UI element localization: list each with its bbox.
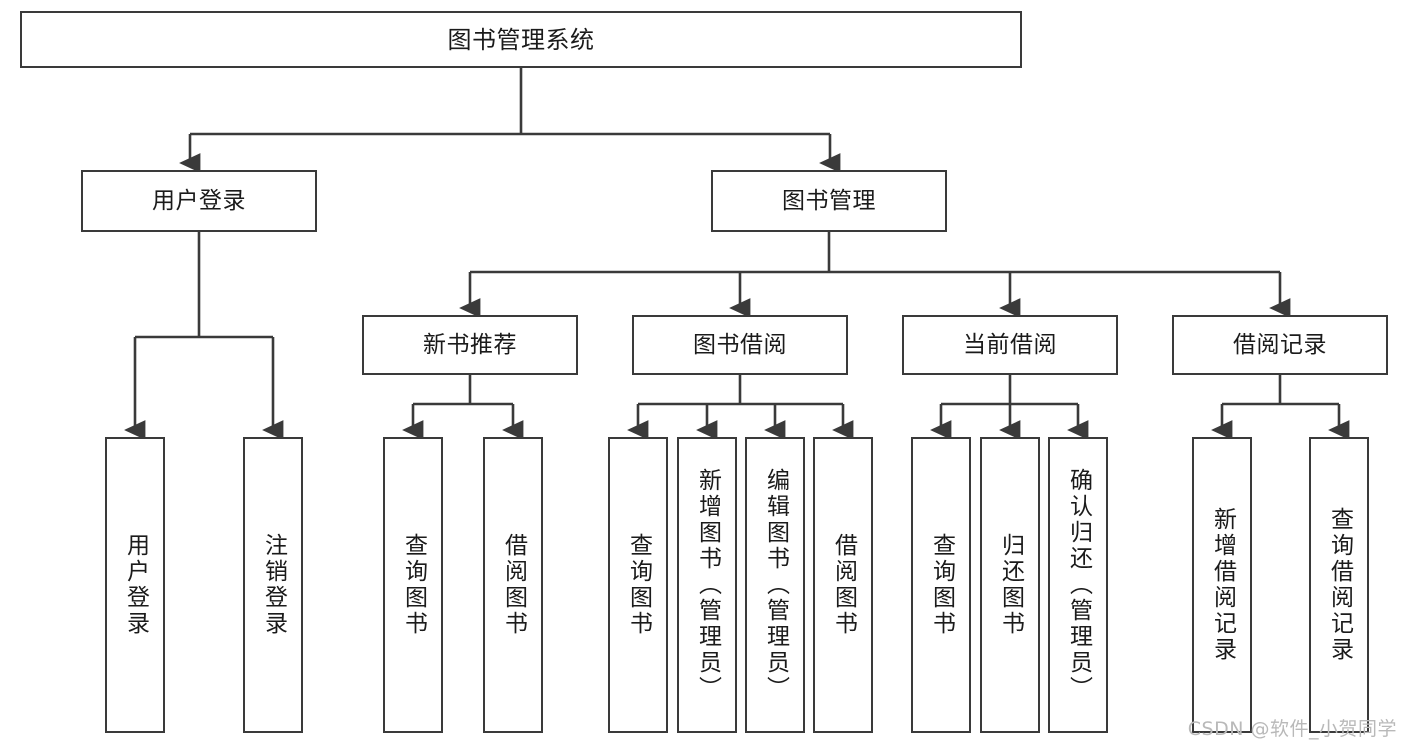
node-label: 查询图书 <box>400 533 427 637</box>
node-book-borrow[interactable]: 图书借阅 <box>632 315 848 375</box>
leaf-current-borrow-query[interactable]: 查询图书 <box>911 437 971 733</box>
node-label: 新增图书（管理员） <box>694 468 721 702</box>
node-label: 用户登录 <box>152 187 246 214</box>
node-label: 用户登录 <box>122 533 149 637</box>
node-borrow-record[interactable]: 借阅记录 <box>1172 315 1388 375</box>
leaf-borrow-record-query[interactable]: 查询借阅记录 <box>1309 437 1369 733</box>
node-label: 查询图书 <box>928 533 955 637</box>
leaf-book-borrow-edit[interactable]: 编辑图书（管理员） <box>745 437 805 733</box>
node-book-management[interactable]: 图书管理 <box>711 170 947 232</box>
leaf-user-login-login[interactable]: 用户登录 <box>105 437 165 733</box>
leaf-current-borrow-confirm-return[interactable]: 确认归还（管理员） <box>1048 437 1108 733</box>
node-label: 编辑图书（管理员） <box>762 468 789 702</box>
node-label: 图书管理 <box>782 187 876 214</box>
node-label: 查询图书 <box>625 533 652 637</box>
node-label: 图书管理系统 <box>447 25 595 54</box>
node-label: 当前借阅 <box>963 331 1057 358</box>
leaf-book-borrow-add[interactable]: 新增图书（管理员） <box>677 437 737 733</box>
node-label: 查询借阅记录 <box>1326 507 1353 663</box>
node-new-book-recommend[interactable]: 新书推荐 <box>362 315 578 375</box>
node-label: 图书借阅 <box>693 331 787 358</box>
node-label: 新书推荐 <box>423 331 517 358</box>
node-root-book-management-system[interactable]: 图书管理系统 <box>20 11 1022 68</box>
leaf-borrow-record-add[interactable]: 新增借阅记录 <box>1192 437 1252 733</box>
node-label: 确认归还（管理员） <box>1065 468 1092 702</box>
leaf-user-login-logout[interactable]: 注销登录 <box>243 437 303 733</box>
leaf-new-book-borrow[interactable]: 借阅图书 <box>483 437 543 733</box>
leaf-current-borrow-return[interactable]: 归还图书 <box>980 437 1040 733</box>
node-label: 借阅记录 <box>1233 331 1327 358</box>
leaf-book-borrow-borrow[interactable]: 借阅图书 <box>813 437 873 733</box>
watermark-text: CSDN @软件_小贺同学 <box>1187 718 1397 740</box>
leaf-book-borrow-query[interactable]: 查询图书 <box>608 437 668 733</box>
leaf-new-book-query[interactable]: 查询图书 <box>383 437 443 733</box>
node-user-login[interactable]: 用户登录 <box>81 170 317 232</box>
node-label: 注销登录 <box>260 533 287 637</box>
node-label: 借阅图书 <box>830 533 857 637</box>
node-label: 新增借阅记录 <box>1209 507 1236 663</box>
node-label: 归还图书 <box>997 533 1024 637</box>
node-label: 借阅图书 <box>500 533 527 637</box>
node-current-borrow[interactable]: 当前借阅 <box>902 315 1118 375</box>
